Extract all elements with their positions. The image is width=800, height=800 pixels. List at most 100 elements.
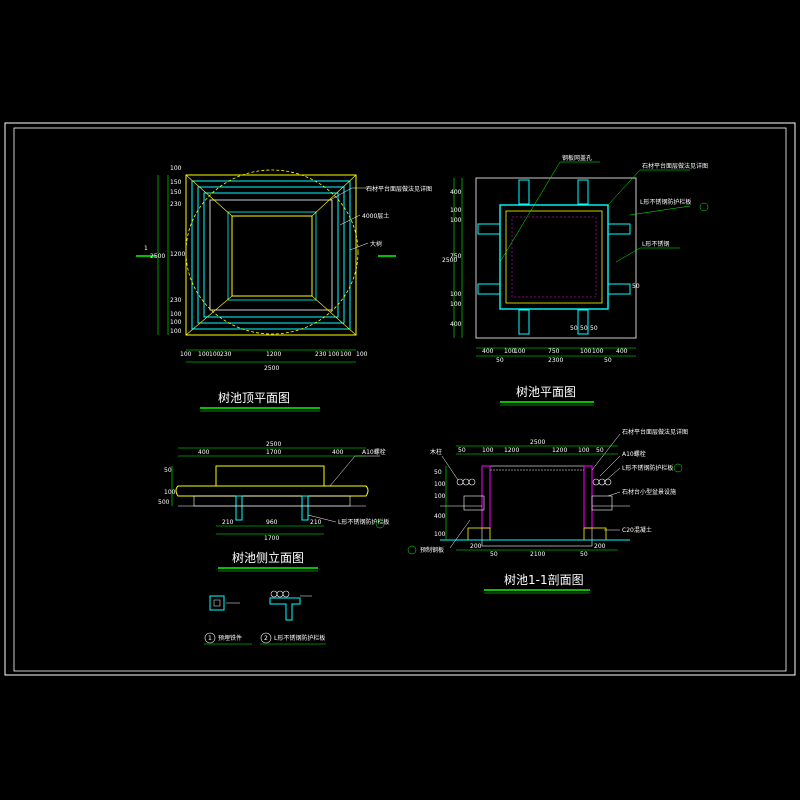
- elev-overall-top: 2500: [266, 441, 281, 448]
- plan-top-dim-b8: 100: [356, 351, 368, 358]
- elev-dim-b1: 960: [266, 519, 278, 526]
- plan-top-dim-b1: 100: [198, 351, 210, 358]
- elev-dim-l2: 500: [158, 499, 170, 506]
- plan-top-dim-l6: 100: [170, 311, 182, 318]
- section-mark-left: 1: [144, 245, 148, 252]
- plan-note-1: 钢板网盖孔: [562, 154, 592, 162]
- inner-frame: [13, 127, 787, 672]
- plan-top-note-1: 石材平台面层做法见详图: [366, 185, 432, 193]
- plan-dim-b0: 400: [482, 348, 494, 355]
- plan-dim-l6: 400: [450, 321, 462, 328]
- outer-frame: [4, 122, 796, 676]
- plan-note-5: 50: [632, 283, 640, 290]
- elev-dim-t2: 400: [332, 449, 344, 456]
- elev-dim-l1: 100: [164, 489, 176, 496]
- plan-note-3: L形不锈钢防护栏板: [640, 198, 691, 206]
- plan-top-dim-l8: 100: [170, 328, 182, 335]
- plan-top-overall-bottom: 2500: [264, 365, 279, 372]
- plan-top-note-2: 4000层土: [362, 212, 389, 220]
- plan-top-dim-l1: 150: [170, 179, 182, 186]
- plan-top-dim-b4: 1200: [266, 351, 281, 358]
- plan-top-dim-l5: 230: [170, 297, 182, 304]
- plan-title: 树池平面图: [516, 384, 576, 399]
- plan-dim-alt-0: 50: [496, 357, 504, 364]
- plan-top-dim-b2: 100: [209, 351, 221, 358]
- section-note-l1: 木柱: [430, 448, 442, 456]
- detail-2-label: L形不锈钢防护栏板: [274, 634, 325, 642]
- section-dim-t5: 50: [596, 447, 604, 454]
- section-dim-l1: 100: [434, 481, 446, 488]
- plan-inner-dim-0: 50: [570, 325, 578, 332]
- plan-dim-l0: 400: [450, 189, 462, 196]
- plan-inner-dim-1: 50: [580, 325, 588, 332]
- detail-1: 1 预埋铁件: [204, 595, 252, 645]
- plan-top-note-3: 大树: [370, 240, 382, 248]
- plan-top-title: 树池顶平面图: [218, 390, 290, 405]
- plan-inner-dim-2: 50: [590, 325, 598, 332]
- plan-top-dim-b3: 230: [220, 351, 232, 358]
- elev-dim-t0: 400: [198, 449, 210, 456]
- elev-dim-l0: 50: [164, 467, 172, 474]
- plan-top-dim-l3: 230: [170, 201, 182, 208]
- section-note-r4: 石材台小型盆景设施: [622, 488, 676, 496]
- section-note-r3: L形不锈钢防护栏板: [622, 464, 673, 472]
- section-view: 木柱 预制钢板 石材平台面层做法见详图 A10螺栓 L形不锈钢防护栏板 石材台小…: [407, 428, 688, 594]
- section-dim-b0: 200: [470, 543, 482, 550]
- elev-dim-t1: 1700: [266, 449, 281, 456]
- section-title: 树池1-1剖面图: [504, 572, 584, 587]
- plan-dim-l4: 100: [450, 291, 462, 298]
- plan-dim-b6: 400: [616, 348, 628, 355]
- plan-top-dim-l4: 1200: [170, 251, 185, 258]
- elev-overall-bottom: 1700: [264, 535, 279, 542]
- elevation-view: A10螺栓 L形不锈钢防护栏板 2500 400 1700 400 210 96…: [158, 441, 389, 572]
- section-note-r1: 石材平台面层做法见详图: [622, 428, 688, 436]
- section-overall-top: 2500: [530, 439, 545, 446]
- section-dim-t1: 100: [482, 447, 494, 454]
- section-dim-b3: 50: [580, 551, 588, 558]
- elev-dim-b2: 210: [310, 519, 322, 526]
- section-note-r5: C20混凝土: [622, 526, 652, 534]
- plan-dim-l1: 100: [450, 207, 462, 214]
- plan-note-4: L形不锈钢: [642, 240, 669, 248]
- plan-dim-b5: 100: [592, 348, 604, 355]
- plan-top-dim-l2: 150: [170, 189, 182, 196]
- plan-overall-bottom: 2300: [548, 357, 563, 364]
- plan-dim-l3: 750: [450, 253, 462, 260]
- plan-top-dim-l7: 100: [170, 319, 182, 326]
- plan-dim-b4: 100: [580, 348, 592, 355]
- elev-note-2: L形不锈钢防护栏板: [338, 518, 389, 526]
- section-note-l2: 预制钢板: [420, 546, 444, 554]
- elevation-title: 树池侧立面图: [232, 550, 304, 565]
- section-note-r2: A10螺栓: [622, 450, 646, 458]
- plan-top-dim-b5: 230: [315, 351, 327, 358]
- plan-overall-left: 2500: [442, 257, 457, 264]
- detail-2-num: 2: [264, 635, 268, 642]
- section-dim-b1: 50: [490, 551, 498, 558]
- detail-1-num: 1: [208, 635, 212, 642]
- section-dim-l0: 50: [434, 469, 442, 476]
- section-dim-l2: 100: [434, 493, 446, 500]
- plan-dim-b2: 100: [514, 348, 526, 355]
- section-dim-l4: 100: [434, 531, 446, 538]
- elev-dim-b0: 210: [222, 519, 234, 526]
- section-dim-t4: 100: [578, 447, 590, 454]
- plan-top-dim-l0: 100: [170, 165, 182, 172]
- plan-dim-b1: 100: [504, 348, 516, 355]
- plan-dim-b3: 750: [548, 348, 560, 355]
- plan-view: 钢板网盖孔 石材平台面层做法见详图 L形不锈钢防护栏板 L形不锈钢 50 50 …: [442, 154, 709, 406]
- elev-note-1: A10螺栓: [362, 448, 386, 456]
- detail-2: 2 L形不锈钢防护栏板: [260, 590, 326, 645]
- section-dim-b4: 200: [594, 543, 606, 550]
- plan-dim-l2: 100: [450, 217, 462, 224]
- section-dim-b2: 2100: [530, 551, 545, 558]
- section-dim-l3: 400: [434, 513, 446, 520]
- plan-note-2: 石材平台面层做法见详图: [642, 162, 708, 170]
- section-dim-t0: 50: [458, 447, 466, 454]
- plan-top-dim-b7: 100: [340, 351, 352, 358]
- section-dim-t2: 1200: [504, 447, 519, 454]
- plan-dim-l5: 100: [450, 301, 462, 308]
- plan-dim-alt-1: 50: [604, 357, 612, 364]
- plan-top-view: 石材平台面层做法见详图 4000层土 大树 1 100 100 100 230 …: [136, 165, 432, 412]
- section-dim-t3: 1200: [552, 447, 567, 454]
